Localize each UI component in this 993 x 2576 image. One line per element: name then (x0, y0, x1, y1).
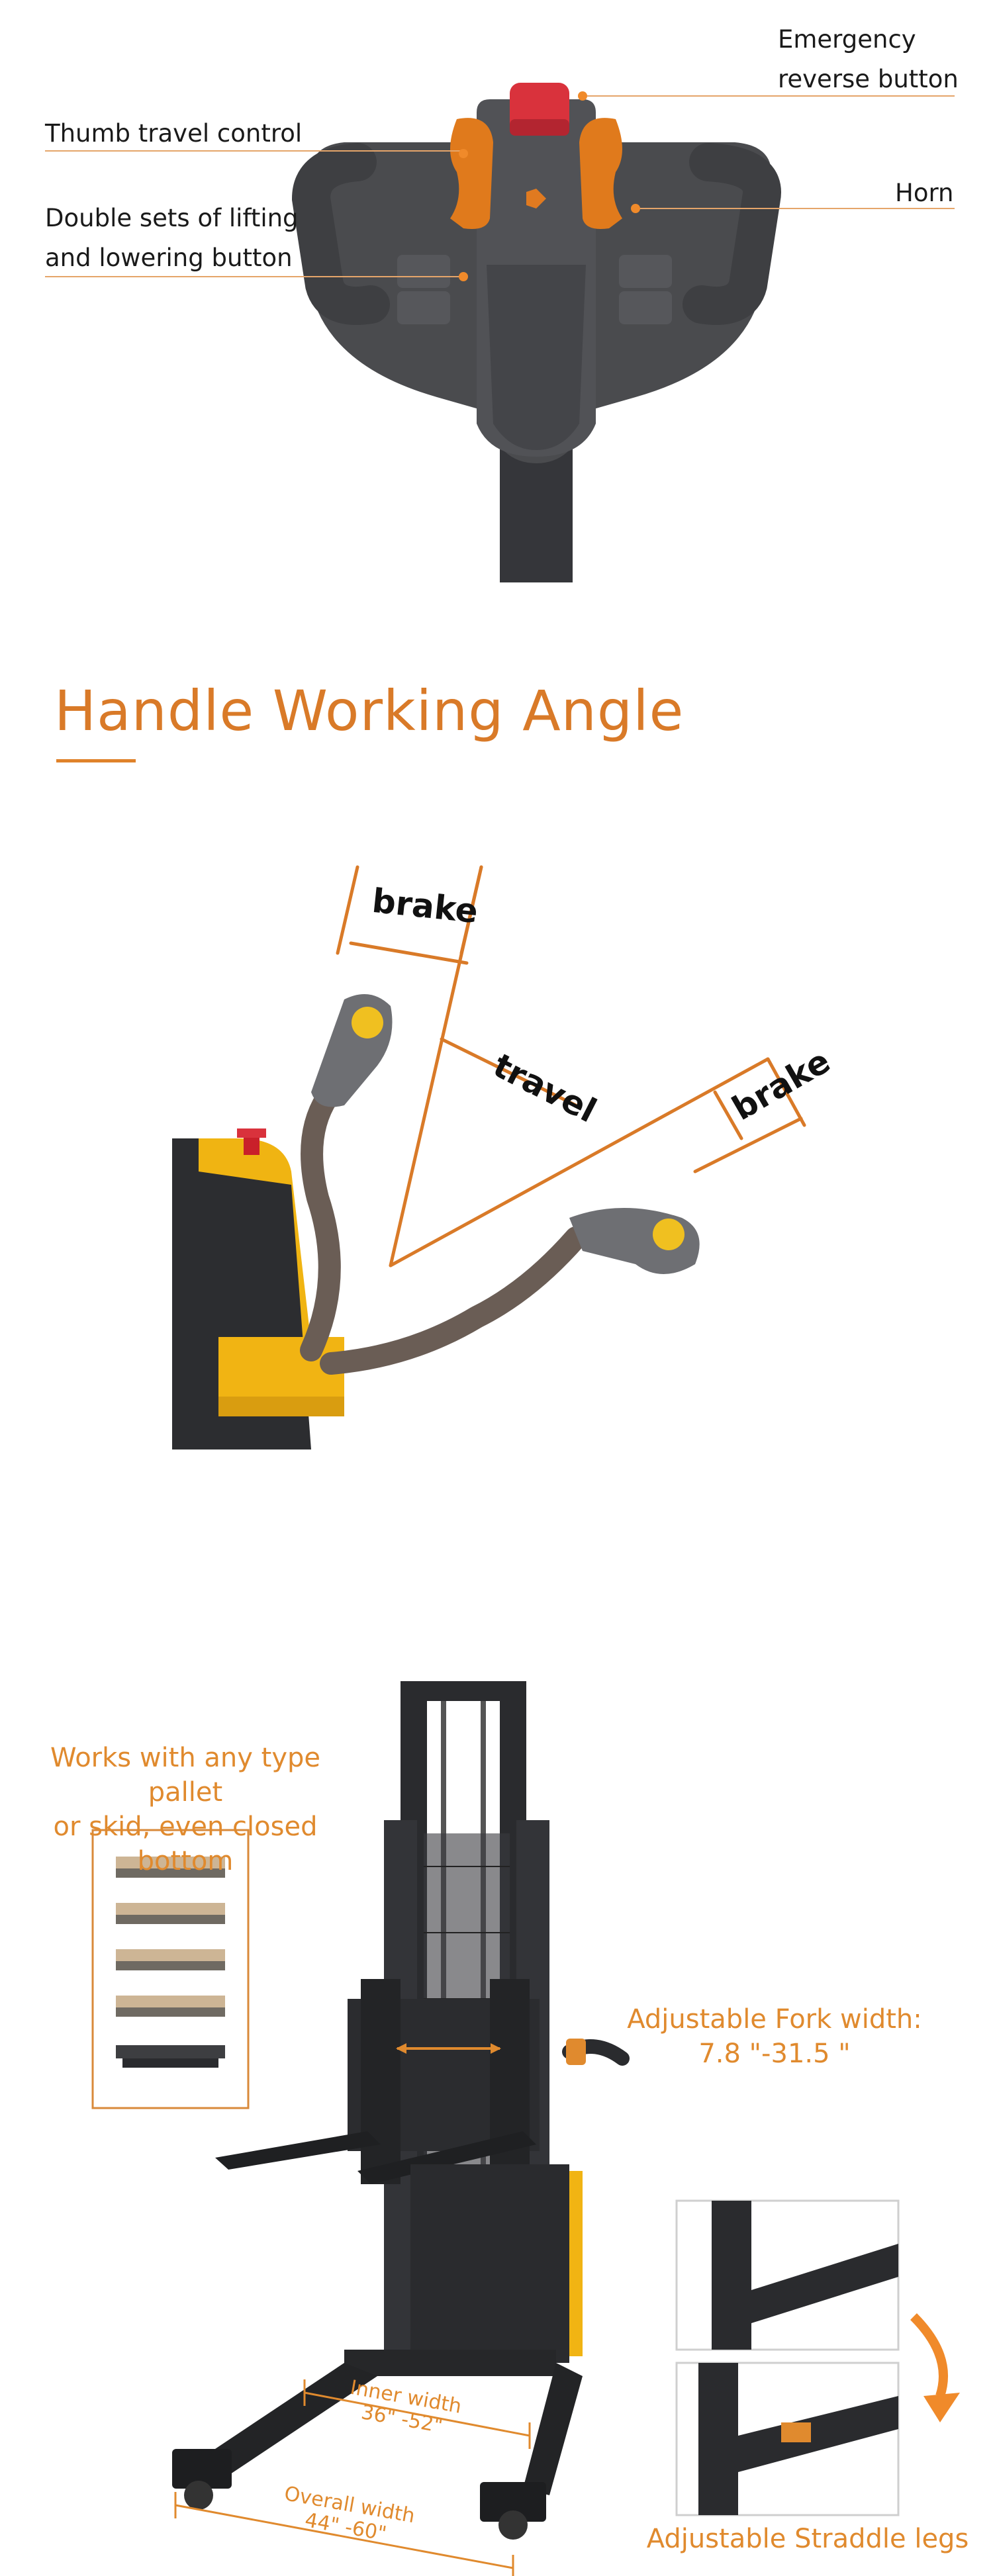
pallet-caption: Works with any type pallet or skid, even… (13, 1741, 357, 1878)
angle-diagram: brake travel brake (0, 827, 993, 1489)
straddle-caption: Adjustable Straddle legs (646, 2524, 969, 2554)
stacker-section: Works with any type pallet or skid, even… (0, 1668, 993, 2576)
emergency-label: Emergency reverse button (778, 20, 959, 99)
emergency-line-1: Emergency (778, 25, 916, 54)
lift-lower-label: Double sets of lifting and lowering butt… (45, 199, 299, 278)
angle-diagram-svg (172, 865, 806, 1449)
emergency-line-2: reverse button (778, 65, 959, 93)
fork-width-line-1: Adjustable Fork width: (627, 2004, 922, 2035)
fork-width-caption: Adjustable Fork width: 7.8 "-31.5 " (616, 2002, 933, 2071)
tiller-handle-illustration (45, 83, 955, 582)
lift-lower-line-1: Double sets of lifting (45, 204, 299, 232)
pallet-caption-line-1: Works with any type pallet (50, 1743, 321, 1808)
thumb-travel-label: Thumb travel control (45, 119, 303, 148)
handle-section: Emergency reverse button Thumb travel co… (0, 0, 993, 596)
pallet-caption-line-2: or skid, even closed bottom (53, 1812, 318, 1876)
section-title: Handle Working Angle (54, 678, 685, 743)
lift-lower-line-2: and lowering button (45, 244, 293, 272)
horn-label: Horn (895, 179, 954, 207)
fork-width-line-2: 7.8 "-31.5 " (698, 2039, 851, 2069)
stacker-illustration (91, 1681, 960, 2576)
title-underline (56, 759, 136, 762)
